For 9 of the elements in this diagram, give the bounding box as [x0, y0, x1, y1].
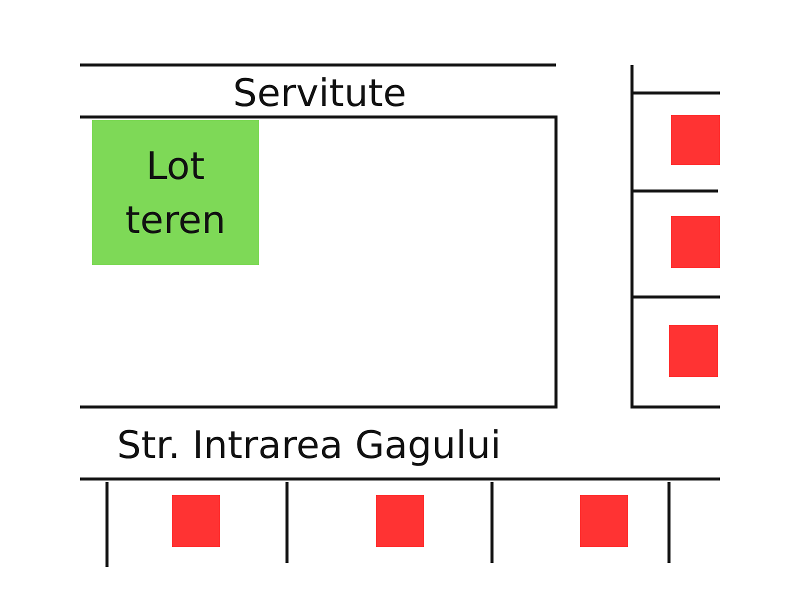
street-name: Str. Intrarea Gagului	[117, 423, 502, 467]
house-marker	[671, 216, 720, 268]
house-marker	[671, 115, 720, 165]
lot-area: Lot teren	[92, 120, 259, 265]
house-marker	[669, 325, 718, 377]
house-marker	[172, 495, 220, 547]
house-marker	[376, 495, 424, 547]
street-name: Servitute	[233, 71, 406, 115]
house-marker	[580, 495, 628, 547]
